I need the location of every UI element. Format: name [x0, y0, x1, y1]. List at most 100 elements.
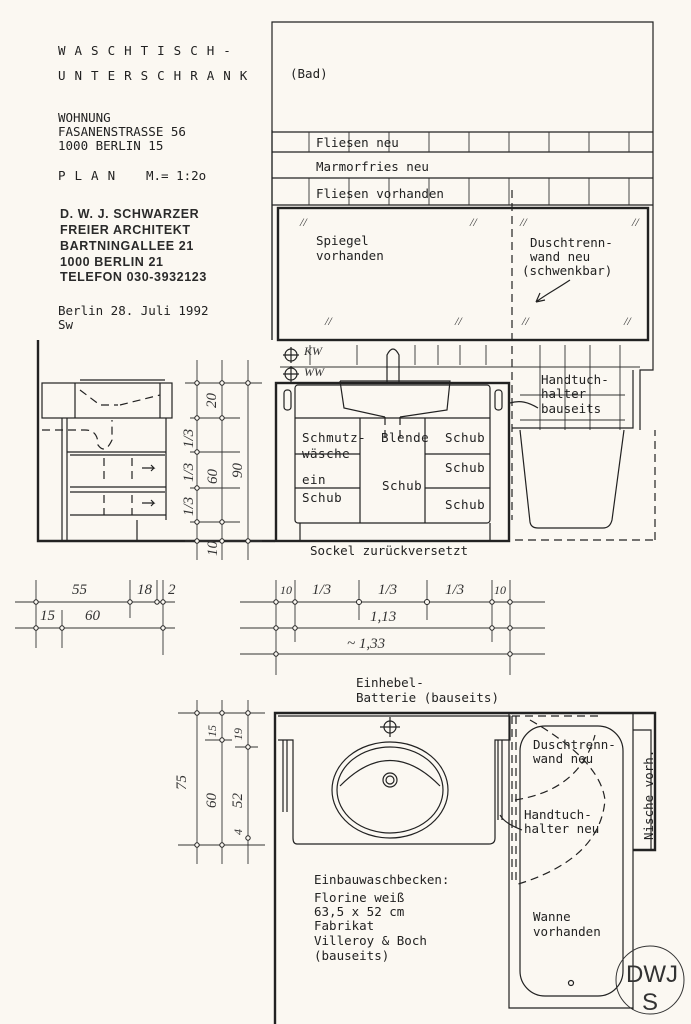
- label-niche: Nische vorh.: [641, 750, 656, 840]
- plan-towel-1: Handtuch-: [524, 807, 592, 822]
- plan-shower-2: wand neu: [533, 751, 593, 766]
- label-mirror-2: vorhanden: [316, 248, 384, 263]
- label-towel-3: bauseits: [541, 401, 601, 416]
- title-line-2: UNTERSCHRANK: [58, 68, 256, 83]
- svg-text://: //: [519, 215, 528, 229]
- svg-text:S: S: [642, 989, 658, 1016]
- label-laundry-1: Schmutz-: [302, 430, 366, 445]
- plan-dim-52: 52: [230, 793, 246, 809]
- project-label: WOHNUNG: [58, 110, 111, 125]
- title-block: WASCHTISCH- UNTERSCHRANK (Bad) WOHNUNG F…: [58, 43, 328, 332]
- svg-text://: //: [299, 215, 308, 229]
- svg-text://: //: [324, 314, 333, 328]
- label-ww: WW: [304, 365, 325, 379]
- mirror: [276, 206, 650, 342]
- bathtub-elevation: [512, 370, 656, 541]
- plan-tub-2: vorhanden: [533, 924, 601, 939]
- svg-text://: //: [521, 314, 530, 328]
- plan-dim-15: 15: [205, 725, 219, 737]
- project-street: FASANENSTRASSE 56: [58, 124, 186, 139]
- architect-phone: TELEFON 030-3932123: [60, 270, 207, 284]
- dim-third-1: 1/3: [312, 582, 331, 598]
- architect-street: BARTNINGALLEE 21: [60, 239, 194, 253]
- plan-dim-75: 75: [174, 775, 190, 791]
- plan-dim-4: 4: [231, 829, 245, 835]
- label-drawer-2: Schub: [445, 460, 485, 475]
- dim-18: 18: [137, 582, 153, 598]
- svg-text:DWJ: DWJ: [626, 961, 678, 988]
- side-elevation: [36, 340, 275, 543]
- dim-drawer-2: 1/3: [181, 463, 197, 482]
- dim-third-3: 1/3: [445, 582, 464, 598]
- basin-line-1: Florine weiß: [314, 890, 405, 905]
- label-drawer-3: Schub: [445, 497, 485, 512]
- dim-60: 60: [85, 608, 101, 624]
- architect-stamp: DWJ S: [615, 945, 685, 1016]
- dim-inner: 1,13: [370, 609, 396, 625]
- plan-tub-1: Wanne: [533, 909, 571, 924]
- project-city: 1000 BERLIN 15: [58, 138, 163, 153]
- label-kw: KW: [303, 344, 323, 358]
- label-mixer-2: Batterie (bauseits): [356, 690, 499, 705]
- plan-view: Einhebel- Batterie (bauseits) Nische vor…: [273, 675, 657, 1024]
- dim-55: 55: [72, 582, 88, 598]
- basin-line-4: Villeroy & Boch: [314, 933, 427, 948]
- dim-drawer-1: 1/3: [181, 429, 197, 448]
- label-towel-2: halter: [541, 386, 587, 401]
- label-drawer-1: Schub: [445, 430, 485, 445]
- svg-text://: //: [454, 314, 463, 328]
- place-date: Berlin 28. Juli 1992: [58, 303, 209, 318]
- dim-third-2: 1/3: [378, 582, 397, 598]
- label-panel: Blende: [381, 430, 429, 445]
- plan-shower-1: Duschtrenn-: [533, 737, 616, 752]
- architect-title: FREIER ARCHITEKT: [60, 223, 191, 237]
- vanity-cabinet: Schmutz- wäsche ein Schub Blende Schub S…: [274, 380, 511, 543]
- dim-top: 20: [204, 393, 220, 409]
- svg-text://: //: [469, 215, 478, 229]
- dim-10-right: 10: [494, 583, 506, 597]
- label-shower-2: wand neu: [530, 249, 590, 264]
- dim-10-left: 10: [280, 583, 292, 597]
- basin-title: Einbauwaschbecken:: [314, 872, 449, 887]
- basin: [331, 741, 449, 839]
- dim-base: 10: [205, 541, 221, 557]
- lower-tiles: [280, 345, 640, 430]
- plan-dim-19: 19: [231, 728, 245, 740]
- plan-scale: M.= 1:2o: [146, 168, 206, 183]
- dims-right: 10 1/3 1/3 1/3 10 1,13 ~ 1,33: [240, 580, 545, 675]
- dim-mid: 60: [205, 469, 221, 485]
- basin-line-2: 63,5 x 52 cm: [314, 904, 404, 919]
- dim-2: 2: [168, 582, 176, 598]
- title-line-1: WASCHTISCH-: [58, 43, 240, 58]
- basin-line-3: Fabrikat: [314, 918, 374, 933]
- dim-15: 15: [40, 608, 56, 624]
- tile-joints: [308, 132, 630, 205]
- label-shower-1: Duschtrenn-: [530, 235, 613, 250]
- label-drawer-center: Schub: [382, 478, 422, 493]
- dims-left: 55 18 2 15 60: [15, 580, 176, 655]
- plan-dim-60: 60: [204, 793, 220, 809]
- label-laundry-2: wäsche: [302, 446, 350, 461]
- label-marble-frieze: Marmorfries neu: [316, 159, 429, 174]
- side-dimensions: 20 1/3 1/3 1/3 60 90 10: [181, 360, 262, 560]
- label-tiles-new: Fliesen neu: [316, 135, 399, 150]
- plan-towel-2: halter neu: [524, 821, 599, 836]
- basin-line-5: (bauseits): [314, 948, 389, 963]
- label-laundry-4: Schub: [302, 490, 342, 505]
- label-towel-1: Handtuch-: [541, 372, 609, 387]
- front-elevation: Fliesen neu Marmorfries neu Fliesen vorh…: [271, 21, 656, 558]
- svg-text://: //: [631, 215, 640, 229]
- label-mixer-1: Einhebel-: [356, 675, 424, 690]
- dim-drawer-3: 1/3: [181, 497, 197, 516]
- kw-ww-valves: KW WW: [283, 344, 325, 382]
- faucet: [386, 348, 400, 383]
- label-laundry-3: ein: [302, 472, 326, 487]
- dim-total-width: ~ 1,33: [347, 636, 385, 652]
- plan-label: PLAN: [58, 168, 124, 183]
- initials: Sw: [58, 317, 74, 332]
- label-tiles-existing: Fliesen vorhanden: [316, 186, 444, 201]
- label-mirror-1: Spiegel: [316, 233, 369, 248]
- architect-city: 1000 BERLIN 21: [60, 255, 164, 269]
